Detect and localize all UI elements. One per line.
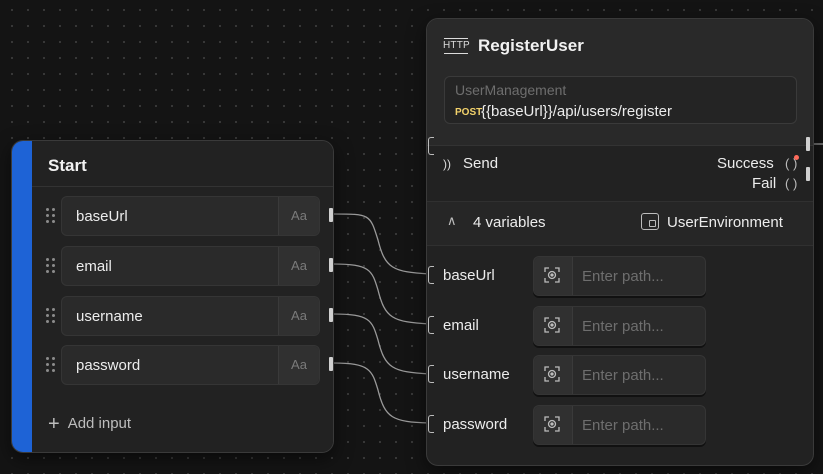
target-button[interactable] [534, 307, 573, 345]
start-input-row[interactable]: password Aa [32, 345, 332, 385]
http-icon: HTTP [443, 36, 470, 56]
error-dot-icon [794, 155, 799, 160]
start-node-accent [12, 141, 32, 452]
path-placeholder: Enter path... [582, 417, 664, 434]
wire-username [332, 313, 431, 375]
success-output-handle[interactable] [806, 137, 810, 151]
send-input-handle[interactable] [428, 137, 434, 155]
output-handle-password[interactable] [329, 357, 333, 371]
node-title: RegisterUser [478, 36, 584, 55]
register-user-node[interactable]: HTTP RegisterUser UserManagement POST {{… [426, 18, 814, 466]
path-placeholder: Enter path... [582, 268, 664, 285]
output-handle-baseurl[interactable] [329, 208, 333, 222]
path-input[interactable]: Enter path... [533, 306, 706, 346]
path-placeholder: Enter path... [582, 367, 664, 384]
variable-input-handle[interactable] [428, 365, 434, 383]
start-input-row[interactable]: username Aa [32, 296, 332, 336]
type-button[interactable]: Aa [278, 297, 319, 335]
target-button[interactable] [534, 257, 573, 295]
type-button[interactable]: Aa [278, 247, 319, 285]
add-input-button[interactable]: + Add input [48, 411, 132, 435]
variables-bar[interactable]: ∧ 4 variables UserEnvironment [427, 201, 813, 246]
output-handle-username[interactable] [329, 308, 333, 322]
variable-input-handle[interactable] [428, 266, 434, 284]
drag-handle-icon[interactable] [46, 208, 55, 224]
input-name-field[interactable]: email Aa [61, 246, 320, 286]
input-label: email [76, 258, 112, 275]
variable-input-handle[interactable] [428, 415, 434, 433]
send-row: )) Send Success ( ) Fail ( ) [427, 145, 813, 205]
target-icon [544, 317, 560, 333]
success-label: Success [717, 155, 774, 172]
send-icon: )) [443, 157, 451, 171]
method-badge: POST [455, 107, 483, 118]
fail-label: Fail [752, 175, 777, 192]
input-label: password [76, 357, 141, 374]
target-button[interactable] [534, 406, 573, 444]
variable-name: username [443, 366, 510, 383]
node-header: HTTP RegisterUser UserManagement POST {{… [427, 19, 813, 146]
variable-row: username Enter path... [427, 355, 813, 395]
start-input-row[interactable]: email Aa [32, 246, 332, 286]
target-icon [544, 416, 560, 432]
chevron-up-icon[interactable]: ∧ [447, 213, 457, 228]
output-handle-email[interactable] [329, 258, 333, 272]
wire-email [332, 263, 431, 325]
success-port[interactable]: ( ) [785, 156, 798, 171]
variable-input-handle[interactable] [428, 316, 434, 334]
endpoint-url: {{baseUrl}}/api/users/register [481, 103, 672, 120]
endpoint-box[interactable]: UserManagement POST {{baseUrl}}/api/user… [444, 76, 797, 124]
target-icon [544, 366, 560, 382]
input-label: baseUrl [76, 208, 128, 225]
variable-name: password [443, 416, 508, 433]
variable-name: email [443, 317, 479, 334]
input-name-field[interactable]: password Aa [61, 345, 320, 385]
path-placeholder: Enter path... [582, 318, 664, 335]
environment-label[interactable]: UserEnvironment [667, 214, 783, 231]
send-label: Send [463, 155, 499, 172]
drag-handle-icon[interactable] [46, 357, 55, 373]
plus-icon: + [48, 413, 60, 435]
variables-count: 4 variables [473, 214, 546, 231]
path-input[interactable]: Enter path... [533, 355, 706, 395]
type-button[interactable]: Aa [278, 197, 319, 235]
variable-row: email Enter path... [427, 306, 813, 346]
start-node[interactable]: Start baseUrl Aa email Aa [11, 140, 334, 453]
start-input-row[interactable]: baseUrl Aa [32, 196, 332, 236]
divider [32, 186, 333, 187]
variable-row: baseUrl Enter path... [427, 256, 813, 296]
fail-port[interactable]: ( ) [785, 176, 798, 191]
path-input[interactable]: Enter path... [533, 405, 706, 445]
target-button[interactable] [534, 356, 573, 394]
variable-row: password Enter path... [427, 405, 813, 445]
input-label: username [76, 308, 143, 325]
path-input[interactable]: Enter path... [533, 256, 706, 296]
wire-password [332, 362, 431, 424]
wire-baseurl [332, 213, 431, 275]
input-name-field[interactable]: baseUrl Aa [61, 196, 320, 236]
input-name-field[interactable]: username Aa [61, 296, 320, 336]
environment-icon [641, 213, 659, 230]
fail-output-handle[interactable] [806, 167, 810, 181]
variable-name: baseUrl [443, 267, 495, 284]
target-icon [544, 267, 560, 283]
add-input-label: Add input [67, 415, 132, 432]
start-node-title: Start [48, 156, 87, 175]
drag-handle-icon[interactable] [46, 308, 55, 324]
endpoint-group: UserManagement [455, 82, 567, 98]
drag-handle-icon[interactable] [46, 258, 55, 274]
type-button[interactable]: Aa [278, 346, 319, 384]
